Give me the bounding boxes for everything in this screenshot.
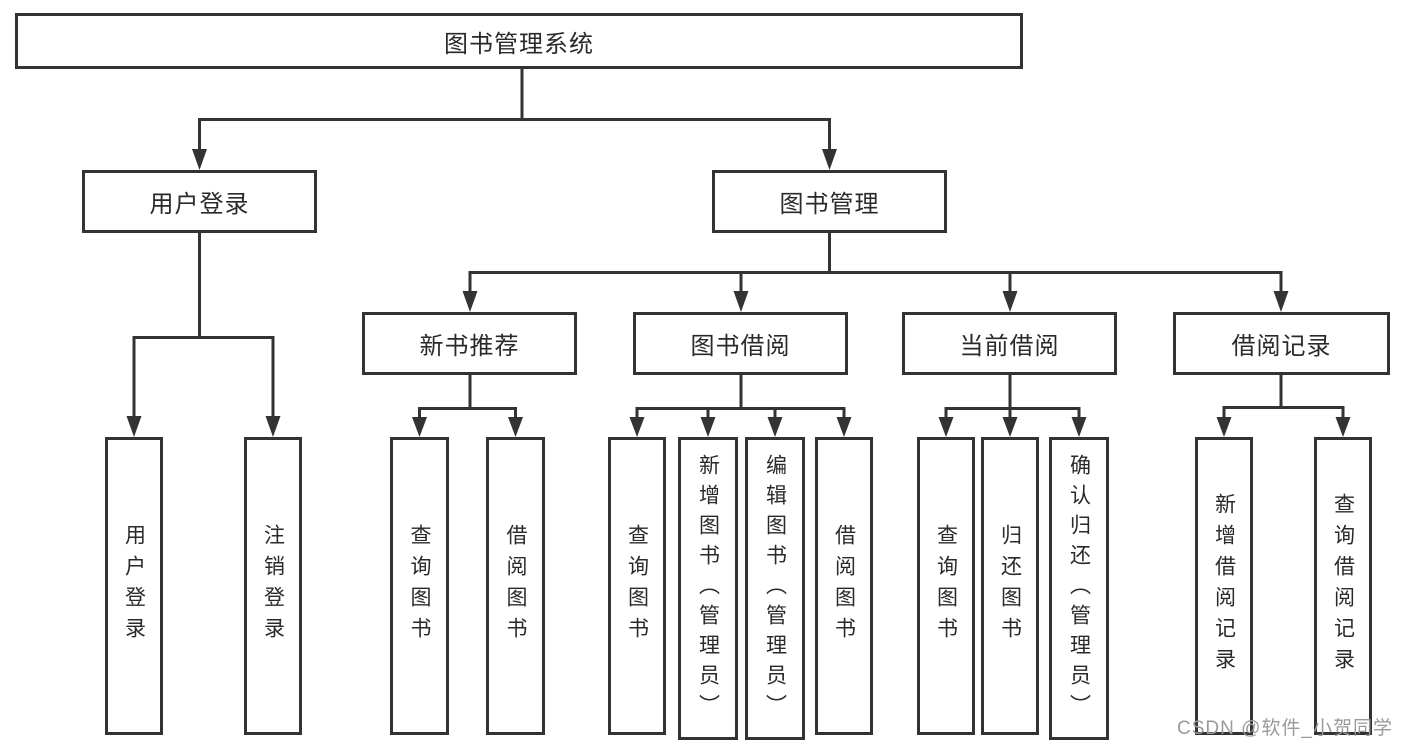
leaf-logout-label: 注销登录 <box>261 524 285 648</box>
node-borrow-records: 借阅记录 <box>1173 312 1390 375</box>
leaf-borrow-books-label: 借阅图书 <box>832 524 856 648</box>
leaf-logout: 注销登录 <box>244 437 302 735</box>
node-root-label: 图书管理系统 <box>444 30 594 58</box>
leaf-edit-book-admin: 编辑图书（管理员） <box>745 437 805 740</box>
leaf-borrow-books: 借阅图书 <box>815 437 873 735</box>
leaf-confirm-return-admin-label: 确认归还（管理员） <box>1067 453 1091 724</box>
leaf-add-book-admin: 新增图书（管理员） <box>678 437 738 740</box>
leaf-add-borrow-record: 新增借阅记录 <box>1195 437 1253 735</box>
csdn-watermark: CSDN @软件_小贺同学 <box>1177 718 1393 739</box>
tree-edges <box>132 69 1345 418</box>
node-borrow-records-label: 借阅记录 <box>1231 333 1332 360</box>
arrowheads <box>126 149 1351 437</box>
leaf-add-borrow-record-label: 新增借阅记录 <box>1212 493 1236 679</box>
node-book-management: 图书管理 <box>712 170 947 233</box>
leaf-add-book-admin-label: 新增图书（管理员） <box>696 453 720 724</box>
leaf-query-books-current: 查询图书 <box>917 437 975 735</box>
leaf-query-books-borrow: 查询图书 <box>608 437 666 735</box>
node-current-borrow: 当前借阅 <box>902 312 1117 375</box>
node-book-borrow-label: 图书借阅 <box>690 333 791 360</box>
leaf-user-login-label: 用户登录 <box>122 524 146 648</box>
leaf-confirm-return-admin: 确认归还（管理员） <box>1049 437 1109 740</box>
leaf-query-books-borrow-label: 查询图书 <box>625 524 649 648</box>
leaf-borrow-books-recommend-label: 借阅图书 <box>504 524 527 648</box>
leaf-return-book: 归还图书 <box>981 437 1039 735</box>
node-user-login: 用户登录 <box>82 170 317 233</box>
node-user-login-label: 用户登录 <box>149 191 250 218</box>
leaf-user-login: 用户登录 <box>105 437 163 735</box>
leaf-query-books-recommend-label: 查询图书 <box>408 524 431 648</box>
leaf-edit-book-admin-label: 编辑图书（管理员） <box>763 453 787 724</box>
leaf-query-borrow-record: 查询借阅记录 <box>1314 437 1372 735</box>
node-book-borrow: 图书借阅 <box>633 312 848 375</box>
leaf-query-books-recommend: 查询图书 <box>390 437 449 735</box>
node-new-book-recommend-label: 新书推荐 <box>419 333 520 360</box>
leaf-return-book-label: 归还图书 <box>998 524 1022 648</box>
leaf-query-borrow-record-label: 查询借阅记录 <box>1331 493 1355 679</box>
node-book-management-label: 图书管理 <box>779 191 880 218</box>
leaf-query-books-current-label: 查询图书 <box>934 524 958 648</box>
leaf-borrow-books-recommend: 借阅图书 <box>486 437 545 735</box>
node-current-borrow-label: 当前借阅 <box>959 333 1060 360</box>
node-new-book-recommend: 新书推荐 <box>362 312 577 375</box>
node-root: 图书管理系统 <box>15 13 1023 69</box>
